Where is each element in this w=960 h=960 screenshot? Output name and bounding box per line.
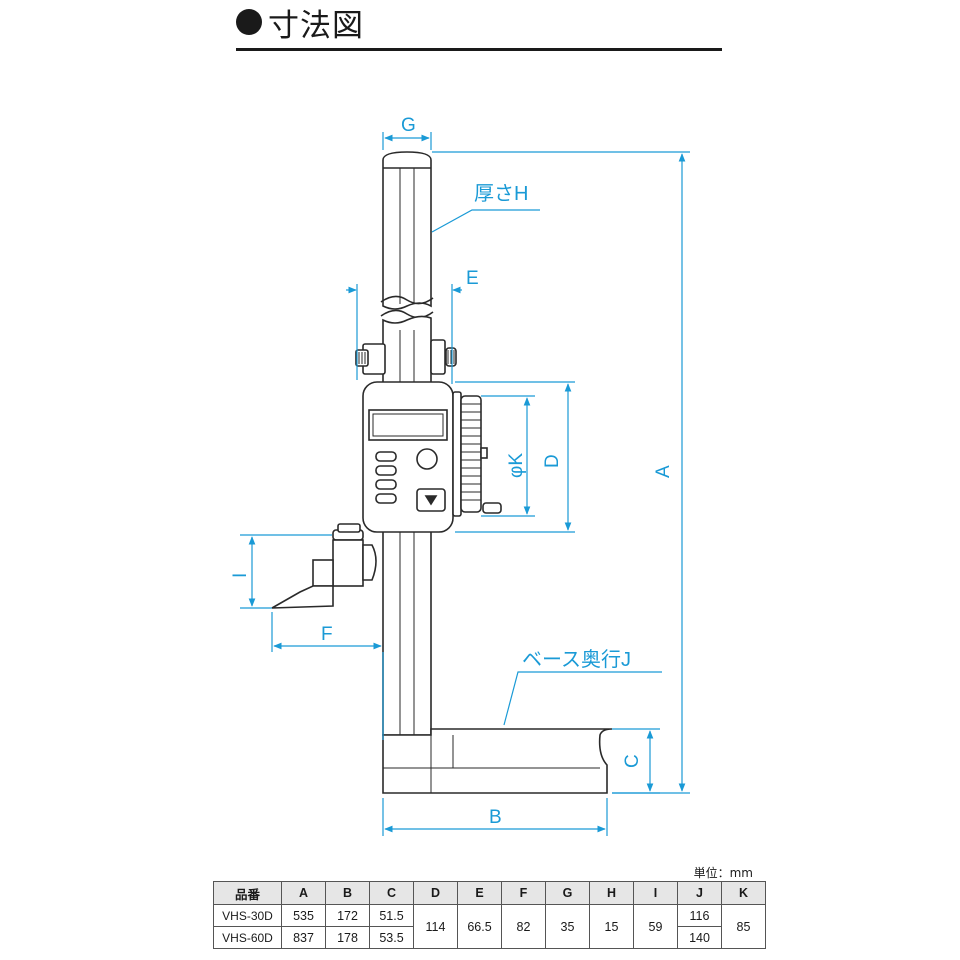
page-title: 寸法図 xyxy=(236,2,364,44)
label-d: D xyxy=(542,454,563,468)
cell-g: 35 xyxy=(545,904,590,949)
label-b: B xyxy=(489,807,502,828)
scriber xyxy=(271,585,334,609)
label-e: E xyxy=(466,268,479,289)
dimension-lines xyxy=(240,132,690,836)
scriber-clamp xyxy=(332,539,364,587)
unit-label: 単位：mm xyxy=(693,866,753,880)
label-thickness-h: 厚さH xyxy=(474,183,528,205)
cell-a: 837 xyxy=(281,926,326,949)
table-header-row: 品番 A B C D E F G H I J K xyxy=(213,881,766,905)
table-row: VHS-30D 535 172 51.5 114 66.5 82 35 15 5… xyxy=(213,904,766,949)
height-gauge-outline xyxy=(271,151,613,794)
cell-c: 51.5 xyxy=(369,904,414,927)
cell-d: 114 xyxy=(413,904,458,949)
cell-model: VHS-60D xyxy=(213,926,282,949)
title-underline xyxy=(236,48,722,51)
header-i: I xyxy=(633,881,678,905)
label-c: C xyxy=(622,754,643,768)
cell-b: 178 xyxy=(325,926,370,949)
header-c: C xyxy=(369,881,414,905)
header-model: 品番 xyxy=(213,881,282,905)
cell-k: 85 xyxy=(721,904,766,949)
cell-f: 82 xyxy=(501,904,546,949)
label-phi-k: φK xyxy=(506,453,527,478)
header-f: F xyxy=(501,881,546,905)
cell-b: 172 xyxy=(325,904,370,927)
table-row: VHS-60D 837 178 53.5 140 xyxy=(213,926,766,949)
column-upper xyxy=(382,151,432,310)
label-base-depth-j: ベース奥行J xyxy=(522,648,631,671)
cell-i: 59 xyxy=(633,904,678,949)
header-b: B xyxy=(325,881,370,905)
cell-c: 53.5 xyxy=(369,926,414,949)
header-d: D xyxy=(413,881,458,905)
cell-h: 15 xyxy=(589,904,634,949)
base xyxy=(382,728,613,794)
header-g: G xyxy=(545,881,590,905)
dimension-drawing: G 厚さH E A D φK I F ベース奥行J C B xyxy=(230,115,690,836)
header-e: E xyxy=(457,881,502,905)
label-g: G xyxy=(401,115,416,136)
header-k: K xyxy=(721,881,766,905)
cell-j: 116 xyxy=(677,904,722,927)
bullet-dot-icon xyxy=(236,9,262,35)
header-j: J xyxy=(677,881,722,905)
label-f: F xyxy=(321,624,333,645)
header-h: H xyxy=(589,881,634,905)
label-a: A xyxy=(653,465,674,478)
clamp-right xyxy=(430,339,446,375)
cell-model: VHS-30D xyxy=(213,904,282,927)
feed-handle xyxy=(482,502,502,514)
header-a: A xyxy=(281,881,326,905)
cell-a: 535 xyxy=(281,904,326,927)
page-title-text: 寸法図 xyxy=(268,7,364,44)
cell-e: 66.5 xyxy=(457,904,502,949)
cell-j: 140 xyxy=(677,926,722,949)
spec-table: 品番 A B C D E F G H I J K VHS-30D 535 172… xyxy=(213,881,766,949)
label-i: I xyxy=(230,573,251,578)
fine-feed-wheel xyxy=(460,395,482,513)
